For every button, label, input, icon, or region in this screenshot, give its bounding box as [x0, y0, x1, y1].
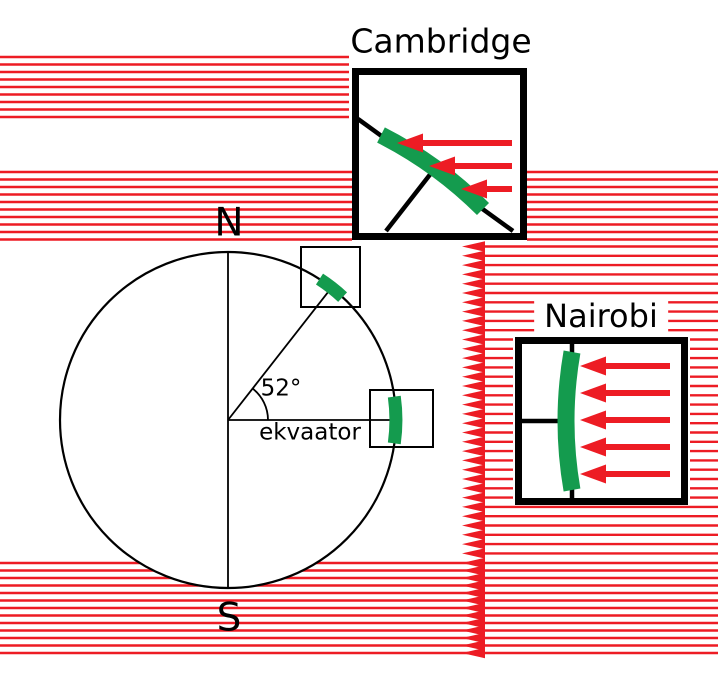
sun-ray-arrowhead: [462, 418, 485, 429]
cambridge-normal-line: [384, 170, 434, 233]
nairobi-label: Nairobi: [534, 297, 668, 335]
sun-ray-arrowhead: [462, 580, 485, 591]
sun-ray-arrowhead: [462, 278, 485, 289]
sun-ray-arrowhead: [462, 250, 485, 261]
sun-ray-arrowhead: [462, 436, 485, 447]
sun-ray-arrowhead: [462, 483, 485, 494]
latitude-52-line: [227, 287, 333, 421]
inset-sun-ray-arrowhead: [461, 179, 487, 199]
sun-ray-arrowhead: [462, 529, 485, 540]
cambridge-zoom-rect: [300, 246, 361, 308]
inset-sun-ray-arrowhead: [580, 437, 606, 457]
sun-ray-arrowhead: [462, 427, 485, 438]
sun-ray-arrowhead: [462, 632, 485, 644]
sun-ray-arrowhead: [462, 625, 485, 636]
south-pole-label: S: [216, 595, 242, 641]
sun-ray-arrowhead: [462, 640, 485, 651]
sun-ray-arrowhead: [462, 548, 485, 559]
nairobi-zoom-rect: [369, 389, 434, 448]
sun-ray-arrowhead: [462, 408, 485, 420]
cambridge-rays-group: [397, 133, 512, 199]
sun-ray-arrowhead: [462, 464, 485, 475]
nairobi-surface-patch: [387, 395, 403, 445]
sun-ray-arrowhead: [462, 587, 485, 599]
sun-ray-arrowhead: [462, 287, 485, 299]
sun-ray-arrowhead: [462, 520, 485, 531]
sun-ray-arrowhead: [462, 343, 485, 354]
sun-ray-arrowhead: [462, 492, 485, 503]
sun-ray-arrowhead: [462, 362, 485, 373]
cambridge-label: Cambridge: [350, 21, 532, 61]
sun-rays-layer: [0, 55, 718, 659]
equator-label: ekvaator: [259, 419, 361, 446]
latitude-angle-label: 52°: [260, 375, 302, 402]
sun-ray-arrowhead: [462, 334, 485, 345]
sun-ray-arrowhead: [462, 511, 485, 522]
sun-ray-arrowhead: [462, 565, 485, 576]
sun-ray-arrowhead: [462, 306, 485, 317]
sun-ray-arrowhead: [462, 380, 485, 392]
sun-ray-arrowhead: [462, 473, 485, 485]
sun-ray-arrowhead: [462, 269, 485, 280]
north-pole-label: N: [214, 200, 244, 246]
nairobi-green-surface: [557, 350, 581, 492]
sun-ray-arrowhead: [462, 617, 485, 629]
sun-ray-arrowhead: [462, 297, 485, 308]
inset-sun-ray-arrowhead: [429, 156, 455, 176]
inset-sun-ray-arrowhead: [580, 464, 606, 484]
inset-sun-ray-arrowhead: [580, 410, 606, 430]
sun-ray-arrowhead: [462, 371, 485, 382]
cambridge-inset-box: [352, 68, 527, 240]
sun-ray-arrowhead: [462, 602, 485, 614]
sun-ray-arrowhead: [462, 390, 485, 401]
sun-ray-arrowhead: [462, 399, 485, 410]
inset-sun-ray-arrowhead: [580, 383, 606, 403]
cambridge-surface-patch: [315, 273, 348, 302]
sun-ray-arrowhead: [462, 445, 485, 457]
sun-ray-arrowhead: [462, 647, 485, 659]
sun-ray-arrowhead: [462, 455, 485, 466]
sun-ray-arrowhead: [462, 352, 485, 364]
nairobi-rays-group: [580, 356, 670, 484]
sun-ray-arrowhead: [462, 315, 485, 327]
sun-ray-arrowhead: [462, 572, 485, 584]
sun-ray-arrowhead: [462, 501, 485, 513]
inset-sun-ray-arrowhead: [397, 133, 423, 153]
sun-ray-arrowhead: [462, 538, 485, 550]
sun-ray-arrowhead: [462, 610, 485, 621]
sun-ray-arrowhead: [462, 595, 485, 606]
sun-ray-arrowhead: [462, 325, 485, 336]
inset-sun-ray-arrowhead: [580, 356, 606, 376]
angle-arc: [252, 387, 269, 421]
sun-ray-arrowhead: [462, 241, 485, 252]
sun-ray-arrowhead: [462, 259, 485, 271]
sun-ray-arrowhead: [462, 557, 485, 569]
